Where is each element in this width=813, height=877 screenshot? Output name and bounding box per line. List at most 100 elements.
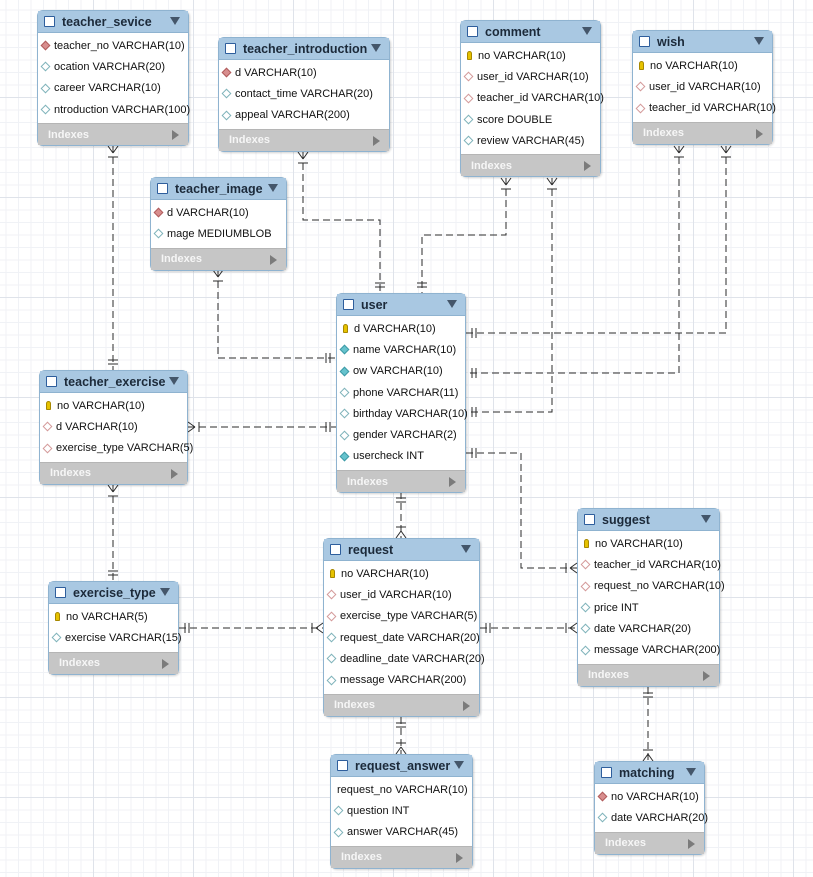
table-header[interactable]: request — [324, 539, 479, 561]
column-row[interactable]: answer VARCHAR(45) — [331, 822, 472, 843]
column-row[interactable]: message VARCHAR(200) — [324, 669, 479, 690]
column-row[interactable]: review VARCHAR(45) — [461, 130, 600, 151]
column-row[interactable]: teacher_id VARCHAR(10) — [633, 98, 776, 119]
column-row[interactable]: score DOUBLE — [461, 109, 600, 130]
column-row[interactable]: date VARCHAR(20) — [578, 618, 719, 639]
collapse-toggle-icon[interactable] — [170, 17, 180, 25]
column-row[interactable]: user_id VARCHAR(10) — [324, 584, 479, 605]
indexes-section[interactable]: Indexes — [219, 128, 389, 151]
column-row[interactable]: request_date VARCHAR(20) — [324, 627, 480, 648]
table-header[interactable]: comment — [461, 21, 600, 43]
indexes-section[interactable]: Indexes — [633, 121, 772, 144]
column-row[interactable]: user_id VARCHAR(10) — [461, 66, 600, 87]
collapse-toggle-icon[interactable] — [169, 377, 179, 385]
indexes-section[interactable]: Indexes — [151, 247, 286, 270]
column-row[interactable]: no VARCHAR(10) — [324, 563, 479, 584]
column-row[interactable]: request_no VARCHAR(10) — [331, 779, 472, 800]
column-row[interactable]: no VARCHAR(10) — [578, 533, 719, 554]
collapse-toggle-icon[interactable] — [461, 545, 471, 553]
column-row[interactable]: teacher_id VARCHAR(10) — [578, 554, 721, 575]
table-header[interactable]: teacher_image — [151, 178, 286, 200]
column-row[interactable]: no VARCHAR(5) — [49, 606, 178, 627]
column-row[interactable]: no VARCHAR(10) — [633, 55, 772, 76]
column-row[interactable]: date VARCHAR(20) — [595, 807, 708, 828]
table-header[interactable]: exercise_type — [49, 582, 178, 604]
indexes-section[interactable]: Indexes — [337, 470, 465, 493]
table-header[interactable]: teacher_sevice — [38, 11, 188, 33]
expand-arrow-icon[interactable] — [584, 161, 591, 172]
column-row[interactable]: no VARCHAR(10) — [595, 786, 704, 807]
indexes-section[interactable]: Indexes — [331, 845, 472, 868]
collapse-toggle-icon[interactable] — [371, 44, 381, 52]
column-row[interactable]: appeal VARCHAR(200) — [219, 105, 389, 126]
expand-arrow-icon[interactable] — [463, 700, 470, 711]
indexes-section[interactable]: Indexes — [324, 693, 479, 716]
column-row[interactable]: teacher_no VARCHAR(10) — [38, 35, 188, 56]
collapse-toggle-icon[interactable] — [686, 768, 696, 776]
column-row[interactable]: d VARCHAR(10) — [40, 416, 187, 437]
column-row[interactable]: mage MEDIUMBLOB — [151, 223, 286, 244]
indexes-section[interactable]: Indexes — [49, 651, 178, 674]
column-row[interactable]: price INT — [578, 597, 719, 618]
column-row[interactable]: usercheck INT — [337, 446, 465, 467]
collapse-toggle-icon[interactable] — [701, 515, 711, 523]
column-row[interactable]: d VARCHAR(10) — [219, 62, 389, 83]
table-header[interactable]: teacher_introduction — [219, 38, 389, 60]
column-row[interactable]: d VARCHAR(10) — [151, 202, 286, 223]
expand-arrow-icon[interactable] — [270, 254, 277, 265]
indexes-section[interactable]: Indexes — [461, 154, 600, 177]
column-row[interactable]: request_no VARCHAR(10) — [578, 576, 725, 597]
expand-arrow-icon[interactable] — [756, 128, 763, 139]
indexes-section[interactable]: Indexes — [578, 663, 719, 686]
expand-arrow-icon[interactable] — [456, 852, 463, 863]
expand-arrow-icon[interactable] — [373, 135, 380, 146]
collapse-toggle-icon[interactable] — [754, 37, 764, 45]
column-row[interactable]: teacher_id VARCHAR(10) — [461, 88, 604, 109]
table-header[interactable]: wish — [633, 31, 772, 53]
collapse-toggle-icon[interactable] — [454, 761, 464, 769]
column-row[interactable]: gender VARCHAR(2) — [337, 424, 465, 445]
table-header[interactable]: matching — [595, 762, 704, 784]
column-row[interactable]: deadline_date VARCHAR(20) — [324, 648, 485, 669]
collapse-toggle-icon[interactable] — [582, 27, 592, 35]
table-header[interactable]: request_answer — [331, 755, 472, 777]
column-row[interactable]: d VARCHAR(10) — [337, 318, 465, 339]
column-row[interactable]: question INT — [331, 800, 472, 821]
column-row[interactable]: exercise VARCHAR(15) — [49, 627, 182, 648]
column-row[interactable]: name VARCHAR(10) — [337, 339, 465, 360]
column-row[interactable]: career VARCHAR(10) — [38, 78, 188, 99]
collapse-toggle-icon[interactable] — [268, 184, 278, 192]
column-row[interactable]: no VARCHAR(10) — [461, 45, 600, 66]
column-row[interactable]: phone VARCHAR(11) — [337, 382, 465, 403]
column-row[interactable]: message VARCHAR(200) — [578, 639, 720, 660]
table-header[interactable]: suggest — [578, 509, 719, 531]
expand-arrow-icon[interactable] — [172, 130, 179, 141]
column-row[interactable]: contact_time VARCHAR(20) — [219, 83, 389, 104]
indexes-section[interactable]: Indexes — [40, 461, 187, 484]
expand-arrow-icon[interactable] — [162, 658, 169, 669]
column-row[interactable]: ow VARCHAR(10) — [337, 361, 465, 382]
column-row[interactable]: birthday VARCHAR(10) — [337, 403, 468, 424]
column-row[interactable]: exercise_type VARCHAR(5) — [324, 606, 479, 627]
expand-arrow-icon[interactable] — [171, 468, 178, 479]
collapse-toggle-icon[interactable] — [447, 300, 457, 308]
column-row[interactable]: no VARCHAR(10) — [40, 395, 187, 416]
indexes-section[interactable]: Indexes — [595, 831, 704, 854]
column-row[interactable]: ocation VARCHAR(20) — [38, 56, 188, 77]
table-header[interactable]: teacher_exercise — [40, 371, 187, 393]
column-row[interactable]: ntroduction VARCHAR(100) — [38, 99, 190, 120]
table-header[interactable]: user — [337, 294, 465, 316]
expand-arrow-icon[interactable] — [449, 477, 456, 488]
